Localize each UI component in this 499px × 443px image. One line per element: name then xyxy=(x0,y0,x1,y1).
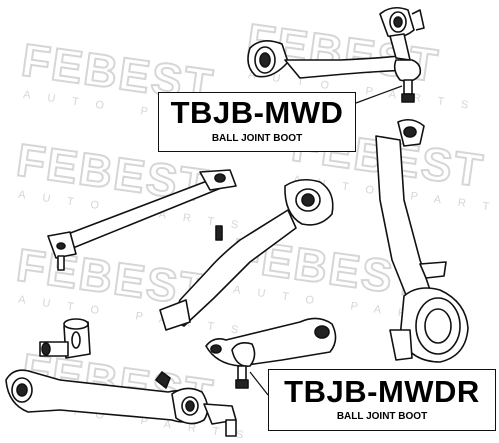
steering-knuckle-drawing xyxy=(375,118,469,363)
bushing-drawing xyxy=(39,318,91,359)
upper-control-arm-drawing xyxy=(247,6,425,103)
lower-control-arm-drawing xyxy=(159,178,334,331)
strut-rod-drawing xyxy=(47,169,237,271)
front-lower-arm-drawing xyxy=(5,369,237,437)
part-description: BALL JOINT BOOT xyxy=(211,133,303,144)
part-label-tbjb-mwdr: TBJB-MWDR BALL JOINT BOOT xyxy=(268,369,496,431)
leader-line-tbjb-mwdr xyxy=(249,371,269,396)
part-number: TBJB-MWDR xyxy=(284,374,480,409)
part-label-tbjb-mwd: TBJB-MWD BALL JOINT BOOT xyxy=(158,92,356,152)
lower-ball-joint-arm-drawing xyxy=(205,317,337,389)
leader-line-tbjb-mwd xyxy=(355,85,403,104)
part-description: BALL JOINT BOOT xyxy=(336,411,428,422)
part-number: TBJB-MWD xyxy=(170,95,344,130)
